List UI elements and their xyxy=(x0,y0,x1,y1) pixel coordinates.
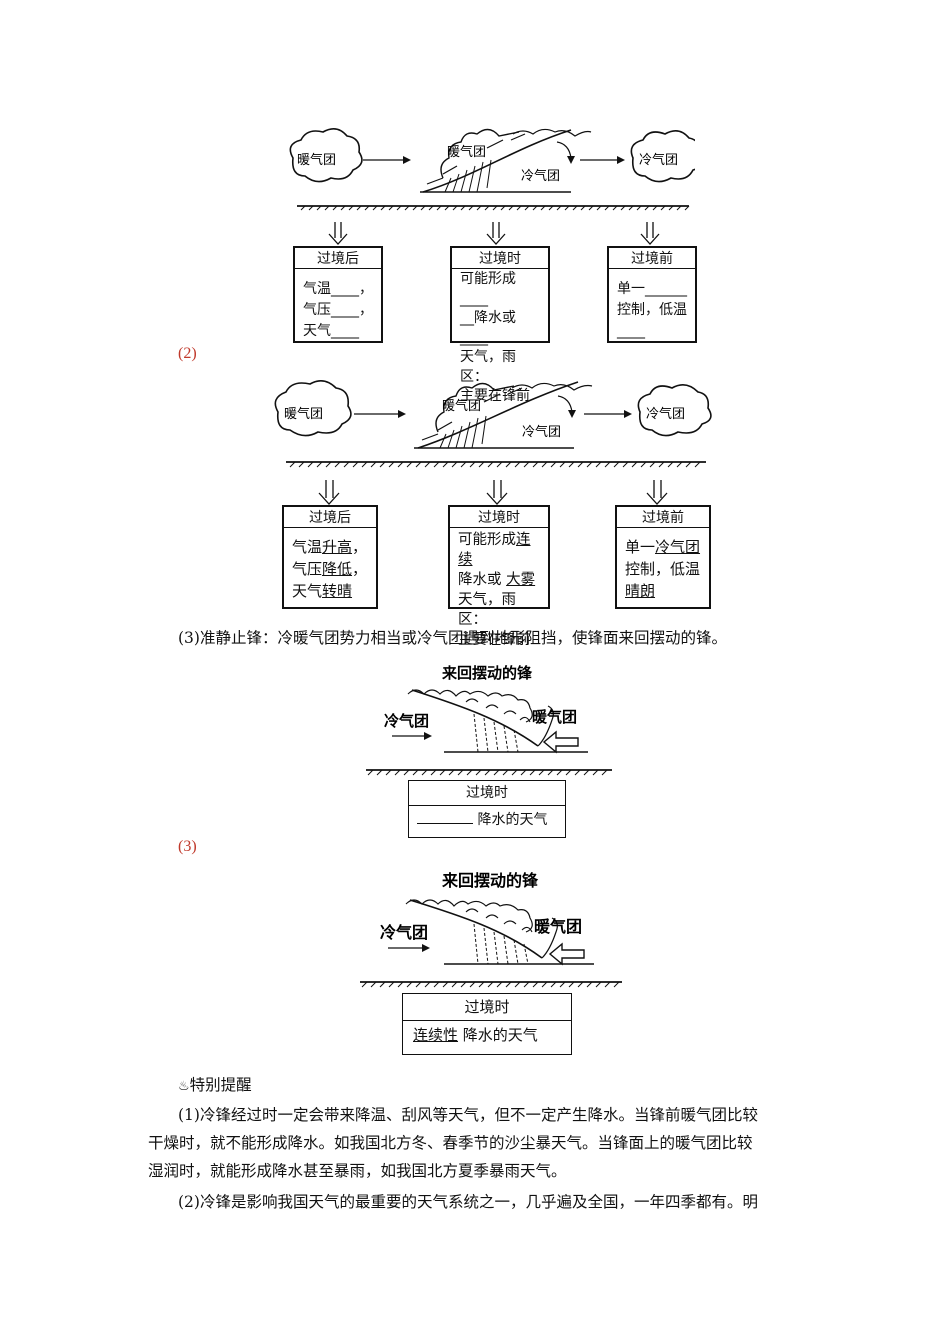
cold-air-label-4: 冷气团 xyxy=(380,923,428,942)
oscillating-front-title-2: 来回摆动的锋 xyxy=(441,871,539,890)
before-single-label: 单一 xyxy=(625,538,655,556)
cold-front-diagram-answer: 暖气团 暖气团 冷气团 冷气团 xyxy=(262,370,712,470)
down-arrows-row1 xyxy=(325,220,675,246)
reminder-paragraph-1: (1)冷锋经过时一定会带来降温、刮风等天气，但不一定产生降水。当锋前暖气团比较 xyxy=(178,1101,828,1129)
box-during-title: 过境时 xyxy=(452,248,548,269)
before-line-2: 控制，低温 xyxy=(617,300,687,321)
stationary-front-diagram-blank: 来回摆动的锋 冷气团 暖气团 xyxy=(362,660,622,780)
box-before-answer: 过境前 单一冷气团 控制，低温 晴朗 xyxy=(615,505,711,609)
stationary-box-title-2: 过境时 xyxy=(403,994,571,1021)
warm-air-left-label: 暖气团 xyxy=(297,152,336,168)
answer-continuous: 连续性 xyxy=(413,1026,458,1044)
stationary-box-body: 降水的天气 xyxy=(477,812,547,828)
before-control-line: 控制，低温 xyxy=(625,558,701,580)
comma-1: ， xyxy=(352,538,367,556)
special-reminder-title: 特别提醒 xyxy=(190,1076,252,1094)
box-before-blank: 过境前 单一______ 控制，低温 ____ xyxy=(607,246,697,343)
answer-label-2: (2) xyxy=(178,345,197,363)
stationary-box-body-2: 降水的天气 xyxy=(463,1026,538,1044)
before-answer-sunny: 晴朗 xyxy=(625,582,655,600)
down-arrows-row2 xyxy=(316,478,676,506)
quasi-stationary-front-definition: (3)准静止锋：冷暖气团势力相当或冷气团遇到地形阻挡，使锋面来回摆动的锋。 xyxy=(178,624,898,652)
after-line-2: 气压____， xyxy=(303,300,373,321)
box-during-blank: 过境时 可能形成____ __降水或____ 天气，雨区： 主要在锋前 xyxy=(450,246,550,343)
answer-blank xyxy=(417,809,473,824)
during-line-1: 可能形成____ xyxy=(460,270,540,309)
box-during-title-2: 过境时 xyxy=(450,507,548,528)
box-during-answer: 过境时 可能形成连续 降水或 大雾 天气，雨区： 主要在锋前 xyxy=(448,505,550,609)
box-after-title-2: 过境后 xyxy=(284,507,376,528)
reminder-paragraph-2: (2)冷锋是影响我国天气的最重要的天气系统之一，几乎遍及全国，一年四季都有。明 xyxy=(178,1188,828,1216)
after-weather-answer: 转晴 xyxy=(322,582,352,600)
during-line-2: __降水或____ xyxy=(460,309,540,348)
during-possible-label: 可能形成 xyxy=(458,532,516,548)
cold-air-label-3: 冷气团 xyxy=(384,712,429,730)
box-after-answer: 过境后 气温升高， 气压降低， 天气转晴 xyxy=(282,505,378,609)
warm-air-left-label-2: 暖气团 xyxy=(284,406,323,422)
flame-icon: ♨ xyxy=(178,1079,190,1094)
before-line-1: 单一______ xyxy=(617,279,687,300)
reminder-paragraph-1-cont: 干燥时，就不能形成降水。如我国北方冬、春季节的沙尘暴天气。当锋面上的暖气团比较 … xyxy=(148,1129,828,1185)
warm-air-label-3: 暖气团 xyxy=(532,708,577,726)
reminder-p2-line1: (2)冷锋是影响我国天气的最重要的天气系统之一，几乎遍及全国，一年四季都有。明 xyxy=(178,1188,828,1216)
after-line-3: 天气____ xyxy=(303,321,373,342)
after-pressure-label: 气压 xyxy=(292,560,322,578)
box-stationary-blank: 过境时 降水的天气 xyxy=(408,780,566,838)
after-weather-label: 天气 xyxy=(292,582,322,600)
box-stationary-answer: 过境时 连续性 降水的天气 xyxy=(402,993,572,1055)
after-line-1: 气温____， xyxy=(303,279,373,300)
after-temp-answer: 升高 xyxy=(322,538,352,556)
stationary-front-diagram-answer: 来回摆动的锋 冷气团 暖气团 xyxy=(358,866,628,992)
special-reminder-heading: ♨特别提醒 xyxy=(178,1073,252,1095)
comma-2: ， xyxy=(352,560,367,578)
during-answer-fog: 大雾 xyxy=(506,572,535,588)
cold-air-right-label-2: 冷气团 xyxy=(646,406,685,422)
box-before-title: 过境前 xyxy=(609,248,695,269)
after-temp-label: 气温 xyxy=(292,538,322,556)
after-pressure-answer: 降低 xyxy=(322,560,352,578)
during-rain-label: 降水或 xyxy=(458,572,502,588)
reminder-p1-line2: 干燥时，就不能形成降水。如我国北方冬、春季节的沙尘暴天气。当锋面上的暖气团比较 xyxy=(148,1129,828,1157)
warm-air-mid-label: 暖气团 xyxy=(447,144,486,160)
warm-air-label-4: 暖气团 xyxy=(534,917,582,936)
cold-air-mid-label: 冷气团 xyxy=(521,168,560,184)
answer-label-3: (3) xyxy=(178,838,197,856)
box-before-title-2: 过境前 xyxy=(617,507,709,528)
reminder-p1-line3: 湿润时，就能形成降水甚至暴雨，如我国北方夏季暴雨天气。 xyxy=(148,1157,828,1185)
stationary-box-title: 过境时 xyxy=(409,781,565,806)
cold-air-right-label: 冷气团 xyxy=(639,152,678,168)
box-after-blank: 过境后 气温____， 气压____， 天气____ xyxy=(293,246,383,343)
before-answer-coldair: 冷气团 xyxy=(655,538,700,556)
reminder-p1-line1: (1)冷锋经过时一定会带来降温、刮风等天气，但不一定产生降水。当锋前暖气团比较 xyxy=(178,1101,828,1129)
oscillating-front-title: 来回摆动的锋 xyxy=(441,664,533,682)
cold-air-mid-label-2: 冷气团 xyxy=(522,424,561,440)
warm-air-mid-label-2: 暖气团 xyxy=(442,398,481,414)
box-after-title: 过境后 xyxy=(295,248,381,269)
cold-front-diagram-blank: 暖气团 暖气团 冷气团 冷气团 xyxy=(275,118,695,218)
before-line-3: ____ xyxy=(617,321,687,342)
